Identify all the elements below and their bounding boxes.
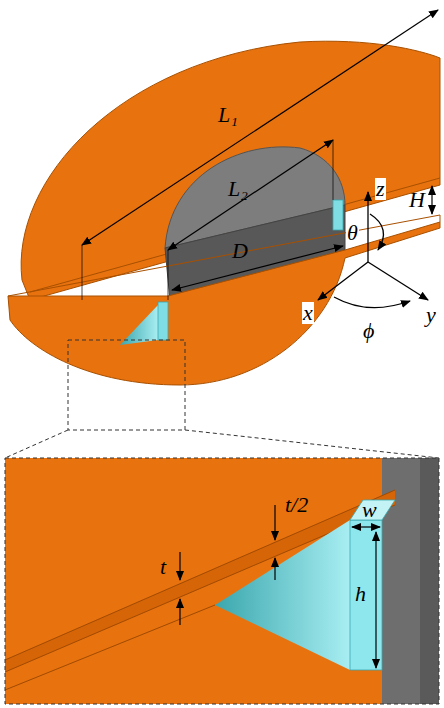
dimension-label: t [160, 556, 166, 578]
axis-label: x [302, 302, 314, 324]
inset-background [5, 458, 439, 704]
axis-label: y [425, 304, 437, 326]
dimension-label: H [409, 189, 425, 211]
angle-label: ϕ [362, 320, 375, 342]
cyan-block [158, 302, 168, 340]
dimension-label: t/2 [285, 494, 308, 516]
dielectric-detail [420, 458, 439, 704]
plate-detail [5, 490, 395, 672]
upper-plate [21, 41, 440, 300]
cyan-wedge [215, 520, 350, 670]
inset-frame [5, 458, 439, 704]
zoom-indicator [5, 340, 439, 458]
cyan-wedge [120, 305, 158, 345]
dimension-label: L₂ [228, 178, 248, 200]
dimension-arrows [82, 10, 438, 290]
lower-plate [8, 222, 440, 385]
angle-label: θ [346, 222, 359, 244]
axis-label: z [375, 178, 386, 200]
dimension-label: L₁ [218, 104, 238, 126]
dimension-label: D [232, 240, 248, 262]
plate-edge [8, 215, 440, 296]
cyan-top [350, 500, 395, 520]
plate-lines [5, 490, 395, 690]
inset-dimensions [180, 505, 380, 668]
cyan-block [333, 200, 343, 230]
cyan-block [350, 520, 382, 670]
dimension-label: h [355, 583, 366, 605]
dimension-label: w [362, 499, 377, 521]
